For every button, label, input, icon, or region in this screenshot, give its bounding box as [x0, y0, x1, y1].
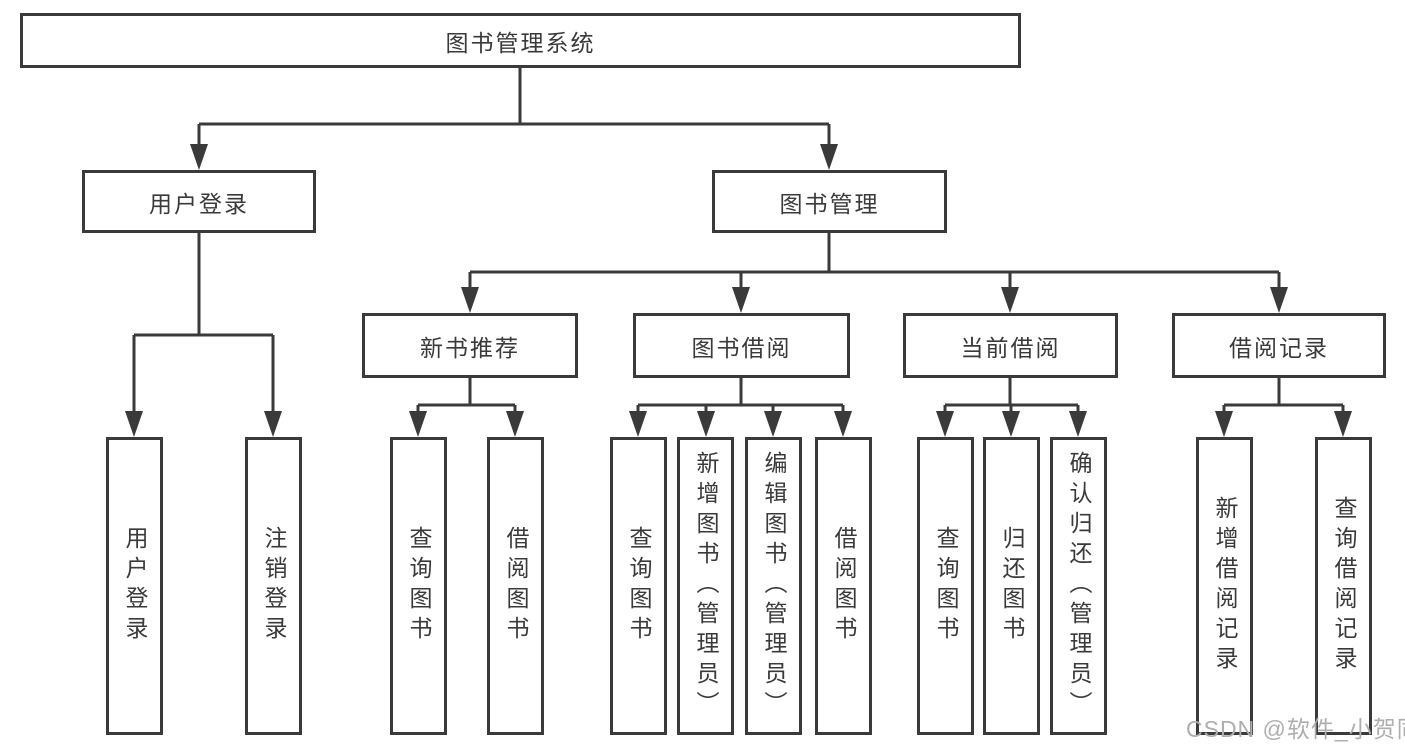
leaf-return-books: 归还图书 [983, 437, 1040, 735]
node-library-system: 图书管理系统 [20, 13, 1021, 68]
leaf-confirm-return-admin: 确认归还（管理员） [1050, 437, 1107, 735]
leaf-logout: 注销登录 [245, 437, 302, 735]
watermark-text: CSDN @软件_小贺同学 [1186, 716, 1405, 742]
leaf-query-books-current: 查询图书 [917, 437, 974, 735]
node-book-management: 图书管理 [712, 170, 947, 233]
leaf-borrow-books-recommend: 借阅图书 [487, 437, 544, 735]
leaf-borrow-books: 借阅图书 [815, 437, 872, 735]
leaf-query-books-borrow: 查询图书 [610, 437, 667, 735]
node-borrow-records: 借阅记录 [1172, 313, 1386, 378]
leaf-add-borrow-record: 新增借阅记录 [1196, 437, 1253, 735]
leaf-query-books-recommend: 查询图书 [390, 437, 447, 735]
leaf-user-login: 用户登录 [106, 437, 163, 735]
leaf-query-borrow-record: 查询借阅记录 [1315, 437, 1372, 735]
leaf-add-books-admin: 新增图书（管理员） [677, 437, 734, 735]
node-book-borrow: 图书借阅 [633, 313, 850, 378]
node-user-login: 用户登录 [82, 170, 316, 233]
node-current-borrow: 当前借阅 [903, 313, 1118, 378]
node-new-book-recommend: 新书推荐 [362, 313, 578, 378]
leaf-edit-books-admin: 编辑图书（管理员） [745, 437, 802, 735]
